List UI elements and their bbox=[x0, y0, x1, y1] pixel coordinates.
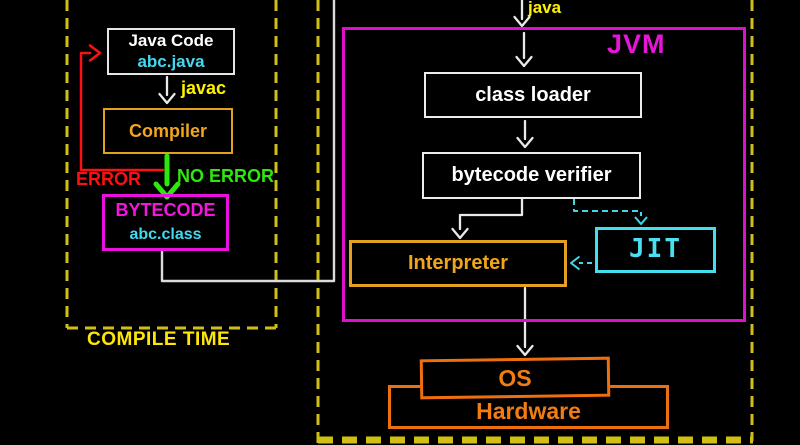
arrow-error-feedback bbox=[79, 44, 165, 172]
java-code-box: Java Code abc.java bbox=[107, 28, 235, 75]
interpreter-box: Interpreter bbox=[349, 240, 567, 287]
arrow-javacode-to-compiler bbox=[158, 75, 176, 105]
java-code-title: Java Code bbox=[128, 31, 214, 51]
arrow-jvm-to-class-loader bbox=[515, 31, 533, 68]
arrow-no-error bbox=[153, 153, 181, 200]
bytecode-box: BYTECODE abc.class bbox=[102, 194, 229, 251]
jvm-boundary-box bbox=[342, 27, 746, 322]
os-box: OS bbox=[419, 356, 611, 400]
arrow-class-loader-to-verifier bbox=[516, 119, 534, 149]
bytecode-to-java-connector bbox=[160, 0, 336, 283]
java-code-filename: abc.java bbox=[137, 52, 205, 71]
error-label: ERROR bbox=[76, 169, 142, 189]
arrow-interpreter-to-os bbox=[516, 286, 534, 357]
dashed-arrow-jit-to-interpreter bbox=[570, 255, 592, 271]
compiler-box: Compiler bbox=[103, 108, 233, 154]
dashed-arrow-verifier-to-jit bbox=[573, 199, 648, 225]
class-loader-label: class loader bbox=[475, 83, 591, 106]
bytecode-filename: abc.class bbox=[129, 226, 202, 244]
hardware-label: Hardware bbox=[476, 397, 581, 424]
compile-time-dashed-border bbox=[65, 0, 278, 330]
interpreter-label: Interpreter bbox=[407, 252, 509, 274]
bytecode-title: BYTECODE bbox=[115, 200, 216, 221]
arrow-verifier-to-interpreter bbox=[451, 197, 524, 240]
arrow-java-into-jvm bbox=[513, 0, 531, 28]
compiler-label: Compiler bbox=[128, 120, 207, 141]
white-arrows bbox=[158, 0, 534, 357]
jit-label: JIT bbox=[629, 234, 682, 265]
class-loader-box: class loader bbox=[424, 72, 642, 118]
os-label: OS bbox=[498, 364, 532, 392]
jvm-label: JVM bbox=[607, 29, 666, 59]
javac-label: javac bbox=[181, 78, 227, 98]
bytecode-verifier-box: bytecode verifier bbox=[422, 152, 641, 199]
java-command-label: java bbox=[528, 0, 562, 17]
compile-time-caption: COMPILE TIME bbox=[87, 329, 231, 350]
run-time-dashed-border bbox=[316, 0, 754, 445]
jit-box: JIT bbox=[595, 227, 716, 273]
bytecode-verifier-label: bytecode verifier bbox=[451, 164, 612, 186]
no-error-label: NO ERROR bbox=[177, 166, 275, 186]
